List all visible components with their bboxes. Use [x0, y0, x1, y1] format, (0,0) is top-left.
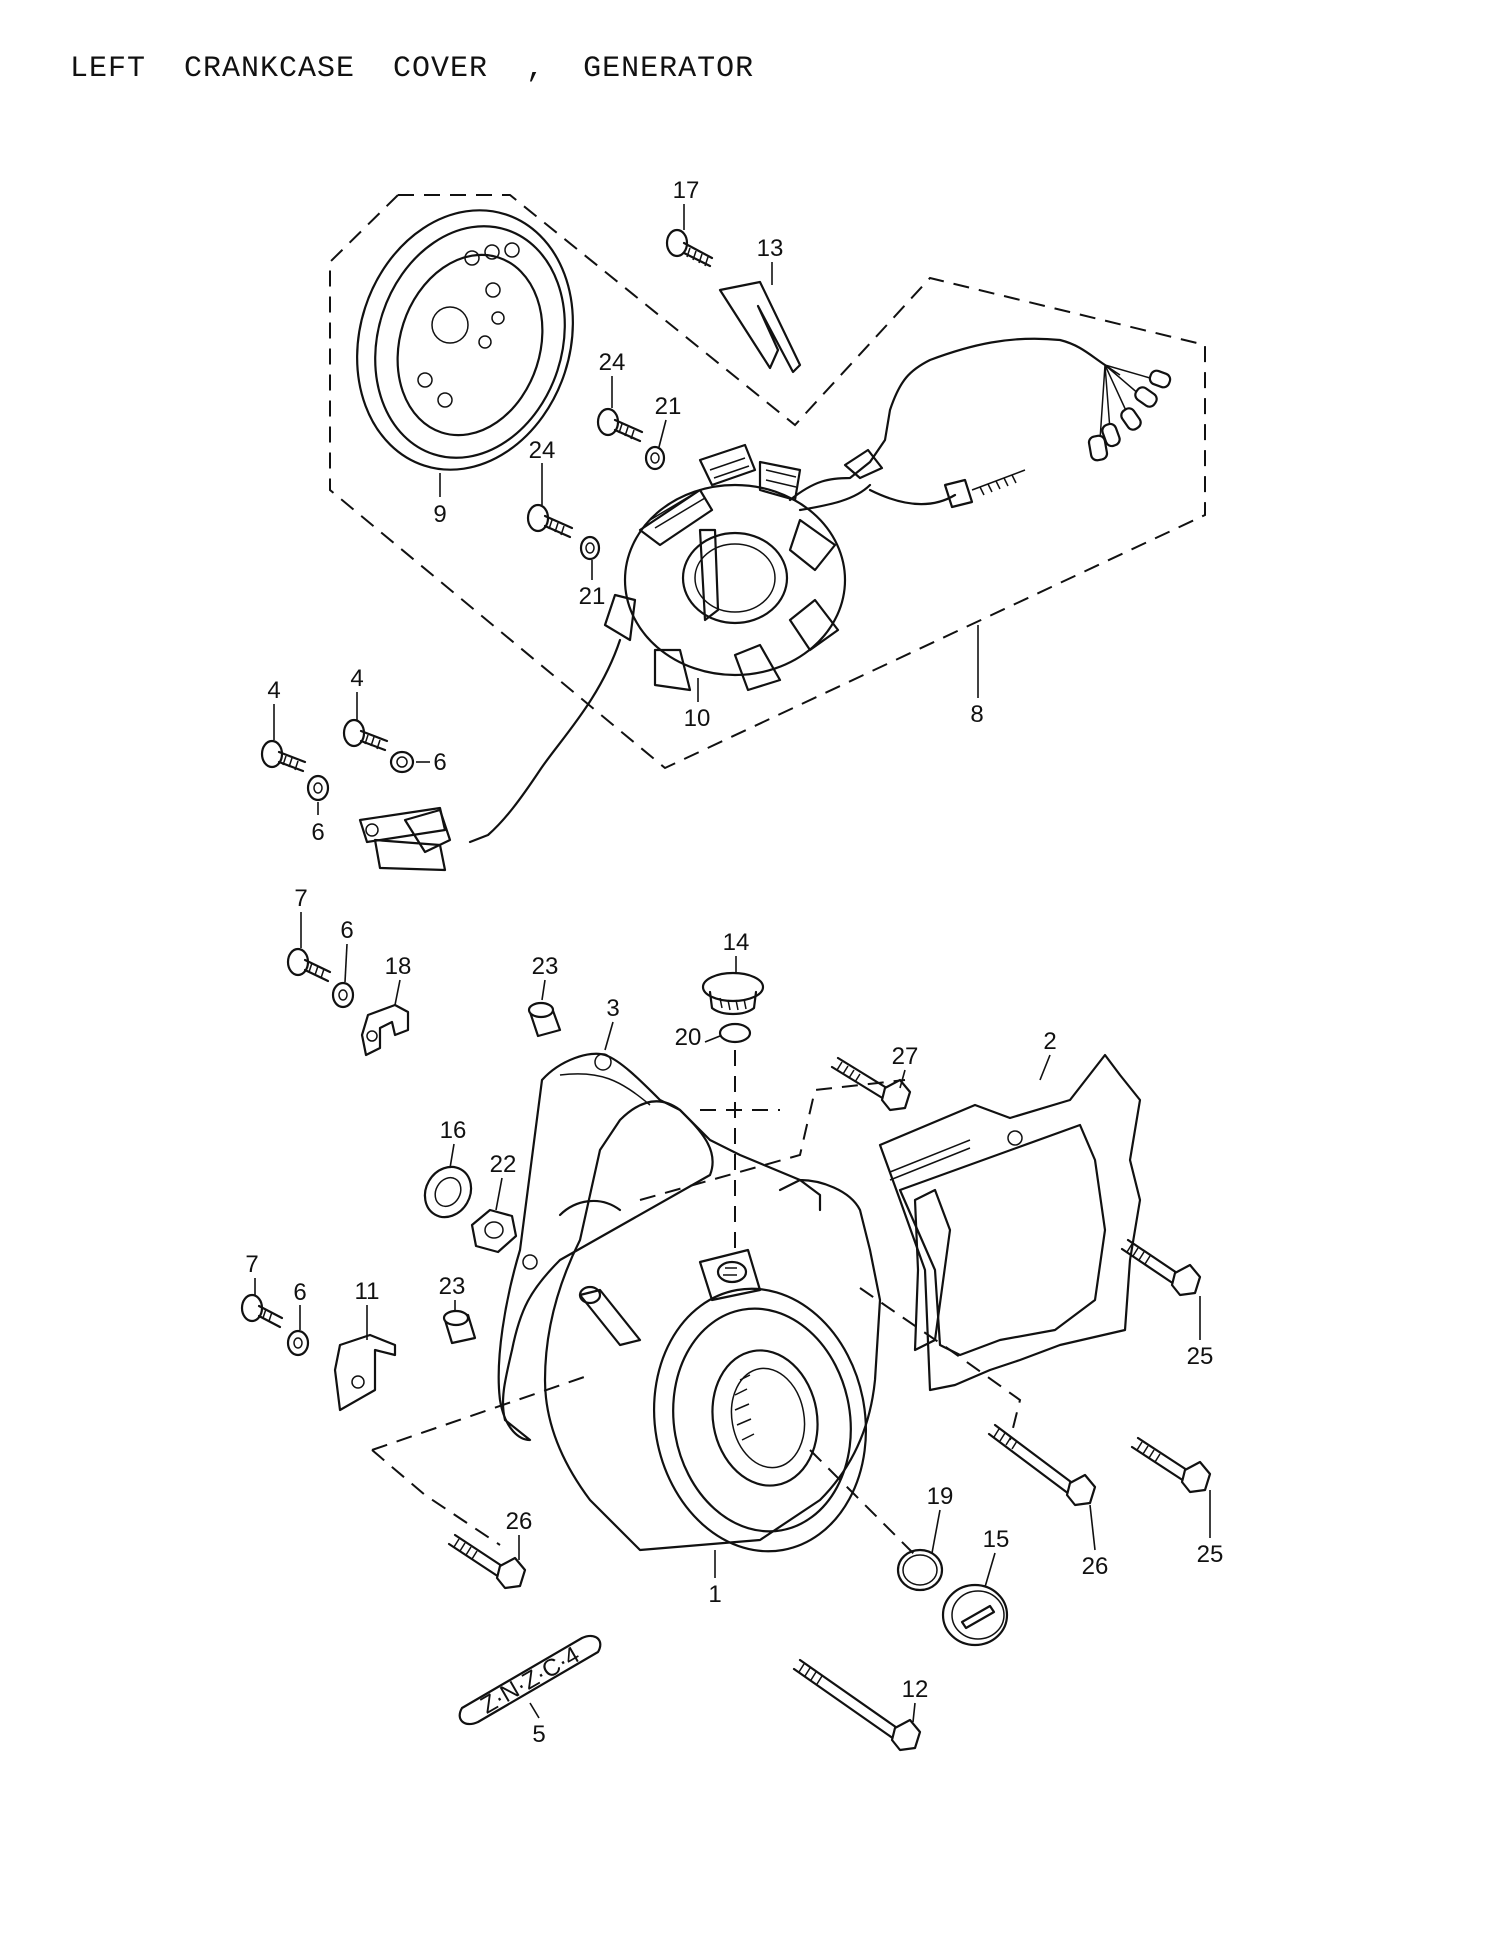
callout-26-right: 26: [1082, 1553, 1109, 1580]
crankcase-cover-1: [543, 1100, 882, 1553]
cap-15: [941, 1583, 1009, 1647]
generator-assembly-boundary: [329, 194, 1206, 770]
callout-12: 12: [902, 1676, 929, 1703]
callout-10: 10: [684, 705, 711, 732]
callout-6-b: 6: [311, 819, 324, 846]
bolt-25-upper: [1120, 1238, 1202, 1297]
washer-6-a: [389, 750, 415, 774]
dowel-pin-23-lower: [442, 1309, 477, 1345]
washer-6-c: [331, 981, 355, 1009]
callout-25-upper: 25: [1187, 1343, 1214, 1370]
callout-27: 27: [892, 1043, 919, 1070]
callout-21-upper: 21: [655, 393, 682, 420]
bolt-27: [830, 1056, 912, 1112]
callout-5: 5: [532, 1721, 545, 1748]
callout-4-right: 4: [350, 665, 363, 692]
gasket-marking-5: Z·N·Z·C·4: [458, 1634, 602, 1726]
washer-6-b: [306, 774, 330, 802]
callout-17: 17: [673, 177, 700, 204]
flywheel-rotor: [356, 209, 574, 471]
callout-7-upper: 7: [294, 885, 307, 912]
bolt-17: [665, 228, 714, 268]
alignment-lines: [371, 1050, 1022, 1561]
bolt-24-lower: [526, 503, 574, 539]
callout-9: 9: [433, 501, 446, 528]
gasket-3: [497, 1052, 714, 1442]
bracket-11: [333, 1333, 397, 1412]
bolt-26-left: [447, 1533, 527, 1590]
callout-24-upper: 24: [599, 349, 626, 376]
callout-14: 14: [723, 929, 750, 956]
nut-22: [470, 1208, 518, 1254]
gasket-marking-text: Z·N·Z·C·4: [476, 1641, 584, 1719]
callout-18: 18: [385, 953, 412, 980]
pickup-coil: [358, 806, 452, 872]
washer-21-lower: [579, 535, 601, 561]
callout-4-left: 4: [267, 677, 280, 704]
callout-20: 20: [675, 1024, 702, 1051]
page-title: LEFT CRANKCASE COVER , GENERATOR: [70, 52, 755, 86]
leader-lines: [254, 204, 1211, 1723]
callout-6-d: 6: [293, 1279, 306, 1306]
oil-seal-16: [423, 1165, 473, 1219]
crankcase-cover-2: [878, 1053, 1142, 1392]
callout-16: 16: [440, 1117, 467, 1144]
bolt-26-right: [987, 1423, 1097, 1507]
callout-22: 22: [490, 1151, 517, 1178]
washer-6-d: [286, 1329, 310, 1357]
o-ring-19: [896, 1548, 944, 1592]
callout-25-lower: 25: [1197, 1541, 1224, 1568]
callout-1: 1: [708, 1581, 721, 1608]
stator-wire-harness: [468, 337, 1172, 844]
bracket-18: [360, 1003, 410, 1057]
callout-23-lower: 23: [439, 1273, 466, 1300]
callout-6-a: 6: [433, 749, 446, 776]
bolt-4-right: [342, 718, 389, 752]
callout-21-lower: 21: [579, 583, 606, 610]
bolt-7-lower: [240, 1293, 284, 1329]
callout-labels: 17 13 24 21 24 21 9 10 8 4 4 6 6 7 6 18 …: [245, 177, 1223, 1748]
callout-13: 13: [757, 235, 784, 262]
o-ring-20: [718, 1022, 752, 1044]
callout-15: 15: [983, 1526, 1010, 1553]
washer-21-upper: [644, 445, 666, 471]
callout-19: 19: [927, 1483, 954, 1510]
callout-7-lower: 7: [245, 1251, 258, 1278]
callout-11: 11: [355, 1278, 380, 1305]
bolt-7-upper: [286, 947, 332, 983]
bolt-4-left: [260, 739, 307, 773]
callout-2: 2: [1043, 1028, 1056, 1055]
wire-clamp-13: [718, 280, 802, 374]
callout-26-left: 26: [506, 1508, 533, 1535]
callout-23-upper: 23: [532, 953, 559, 980]
callout-8: 8: [970, 701, 983, 728]
bolt-25-lower: [1130, 1436, 1212, 1494]
stator-coil: [603, 443, 847, 692]
bolt-12: [792, 1658, 922, 1752]
bolt-24-upper: [596, 407, 644, 443]
dowel-pin-23-upper: [527, 1001, 562, 1038]
callout-3: 3: [606, 995, 619, 1022]
callout-6-c: 6: [340, 917, 353, 944]
filler-plug-14: [701, 971, 765, 1016]
callout-24-lower: 24: [529, 437, 556, 464]
